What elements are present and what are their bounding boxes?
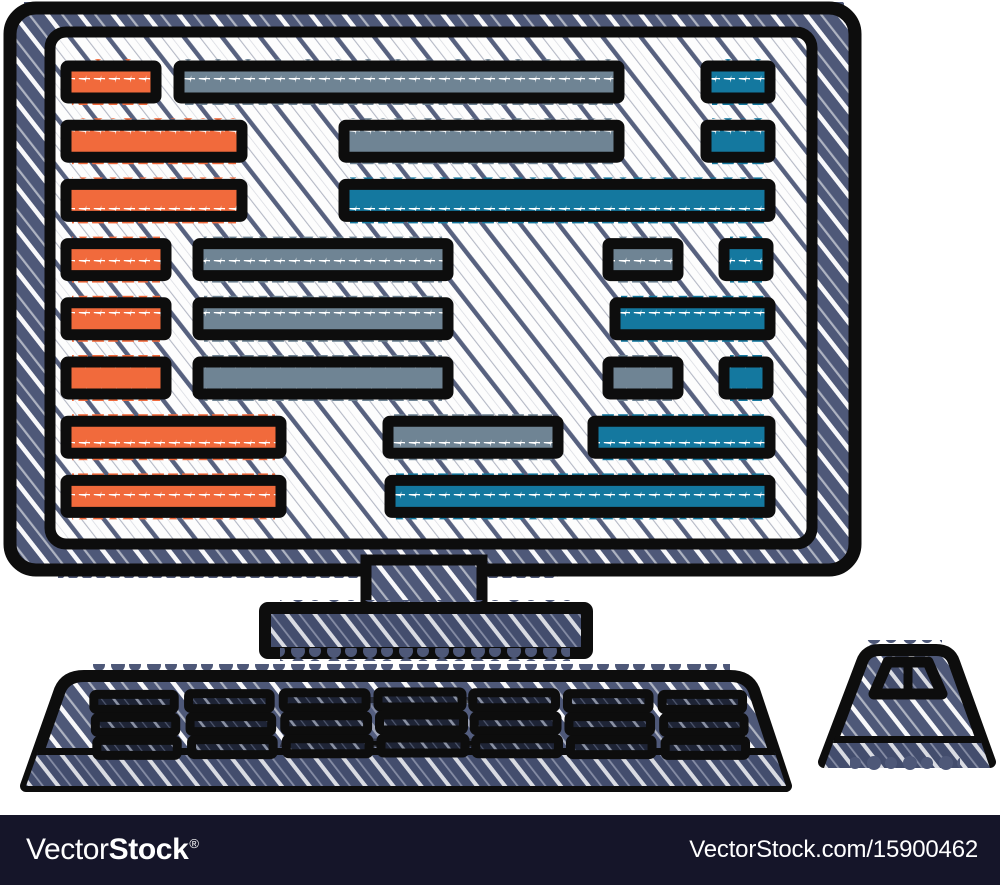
illustration-canvas [3,1,998,792]
keyboard-key[interactable] [468,688,561,713]
code-block-text [192,355,454,401]
code-block-text [382,414,564,461]
keyboard-key[interactable] [185,712,277,737]
keyboard-key[interactable] [562,689,654,714]
keyboard-key[interactable] [92,735,182,760]
keyboard-key[interactable] [187,735,278,760]
keyboard-key[interactable] [375,710,468,735]
code-block-keyword [60,355,172,401]
code-lines [60,59,776,520]
code-block-keyword [60,295,172,342]
vectorstock-url: VectorStock.com/15900462 [689,836,978,863]
keyboard-key[interactable] [657,689,748,714]
code-block-text [338,118,625,165]
code-block-keyword [60,414,287,461]
code-block-value [700,59,776,105]
code-block-value [587,414,776,461]
keyboard-key[interactable] [564,712,656,737]
code-block-keyword [60,236,172,283]
keyboard-key[interactable] [659,712,749,737]
registered-trademark-icon: ® [189,836,199,851]
keyboard-key[interactable] [184,689,275,714]
mouse[interactable] [818,640,998,774]
logo-text-stock: Stock [108,833,189,866]
code-block-text [384,473,776,520]
code-block-value [718,355,774,401]
logo-text-vector: Vector [26,833,109,866]
code-block-text [192,236,454,283]
monitor-stand [259,554,593,661]
code-block-keyword [60,473,287,520]
keyboard-key[interactable] [565,735,657,760]
keyboard-key[interactable] [278,688,371,713]
code-block-keyword [60,177,248,224]
code-block-value [718,236,774,283]
keyboard-key[interactable] [90,712,181,737]
code-block-keyword [60,59,162,105]
code-block-text [338,177,776,224]
keyboard-key[interactable] [281,734,374,759]
keyboard-key[interactable] [89,689,179,714]
keyboard-key[interactable] [469,711,562,736]
keyboard-key[interactable] [376,733,470,758]
code-block-value [602,355,684,401]
keyboard-key[interactable] [471,734,564,759]
keyboard-key[interactable] [280,711,373,736]
stand-base [259,602,593,659]
code-block-value [602,236,684,283]
monitor[interactable] [3,1,862,578]
code-block-text [192,295,454,342]
code-block-keyword [60,118,248,165]
computer-illustration [3,1,998,792]
keyboard-key[interactable] [373,687,467,712]
code-block-value [700,118,776,165]
keyboard-keys[interactable] [89,687,751,760]
code-block-value [609,295,776,342]
keyboard[interactable] [20,664,795,792]
code-block-text [173,59,625,105]
keyboard-key[interactable] [660,735,751,760]
monitor-screen[interactable] [44,26,818,550]
mouse-body[interactable] [818,644,996,768]
